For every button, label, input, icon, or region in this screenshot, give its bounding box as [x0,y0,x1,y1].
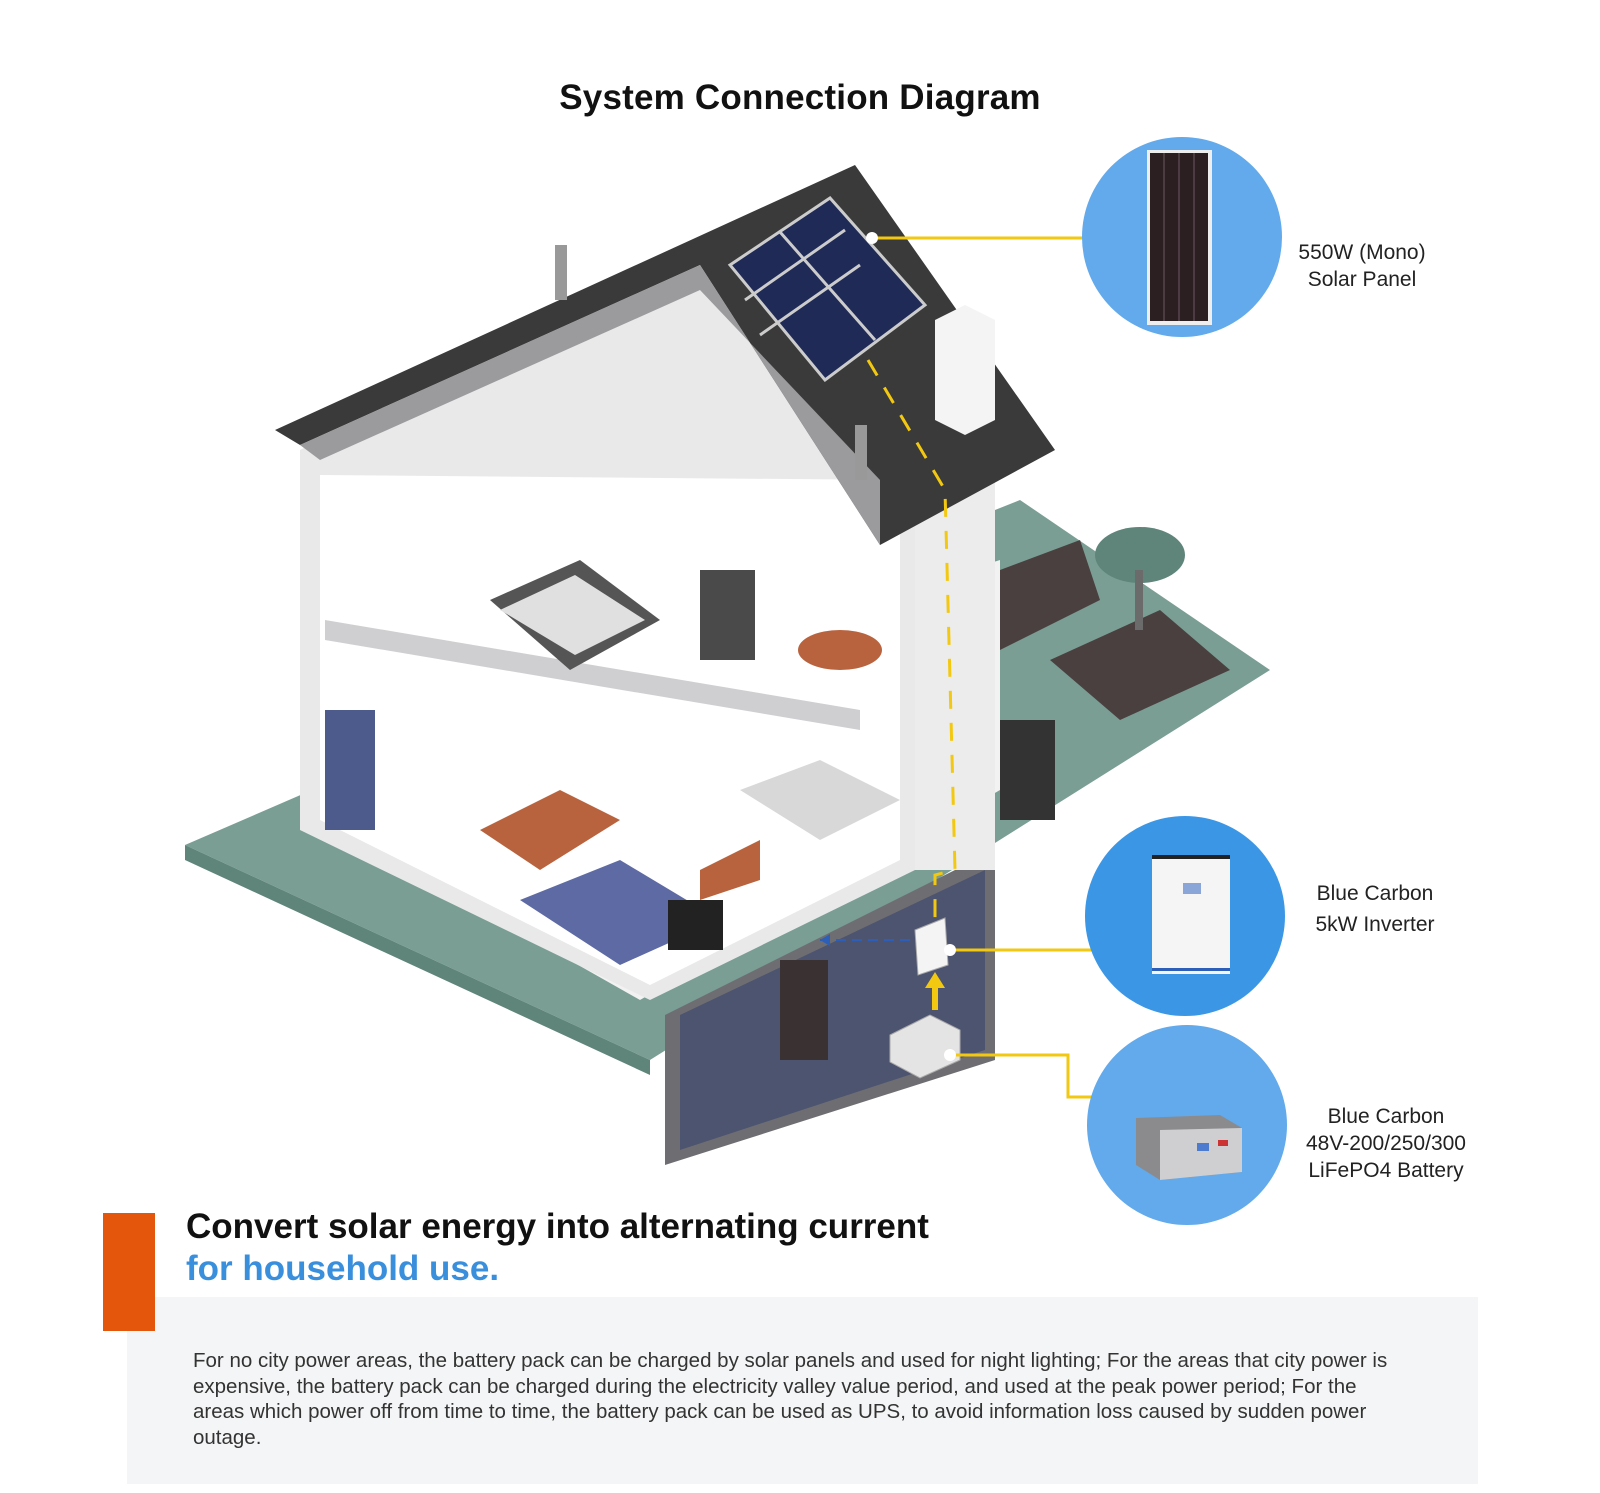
power-flow-lines [820,359,957,1010]
heading-line-2: for household use. [186,1249,500,1288]
solar-panel-label: 550W (Mono) Solar Panel [1232,239,1492,293]
battery-label: Blue Carbon 48V-200/250/300 LiFePO4 Batt… [1256,1103,1516,1184]
solar-panel-circle [1082,137,1282,337]
inverter-label-line: Blue Carbon [1316,882,1434,905]
rooftop-solar-array [727,196,928,383]
battery-label-line: 48V-200/250/300 [1306,1132,1466,1155]
garden [1000,527,1230,720]
solar-panel-label-line: 550W (Mono) [1298,241,1426,264]
accent-bar [103,1213,155,1331]
battery-label-line: LiFePO4 Battery [1308,1159,1464,1182]
description-text: For no city power areas, the battery pac… [193,1349,1388,1449]
section-heading: Convert solar energy into alternating cu… [186,1206,929,1290]
inverter-in-basement [914,917,949,976]
battery-label-line: Blue Carbon [1327,1105,1445,1128]
page-title: System Connection Diagram [559,78,1041,117]
room-furniture [325,560,900,965]
heading-line-1: Convert solar energy into alternating cu… [186,1207,929,1246]
inverter-label: Blue Carbon 5kW Inverter [1245,878,1505,940]
inverter-label-line: 5kW Inverter [1315,913,1435,936]
solar-panel-label-line: Solar Panel [1307,268,1417,291]
battery-in-basement [889,1014,961,1079]
inverter-circle [1085,816,1285,1016]
battery-circle [1087,1025,1287,1225]
description-panel [127,1297,1478,1484]
